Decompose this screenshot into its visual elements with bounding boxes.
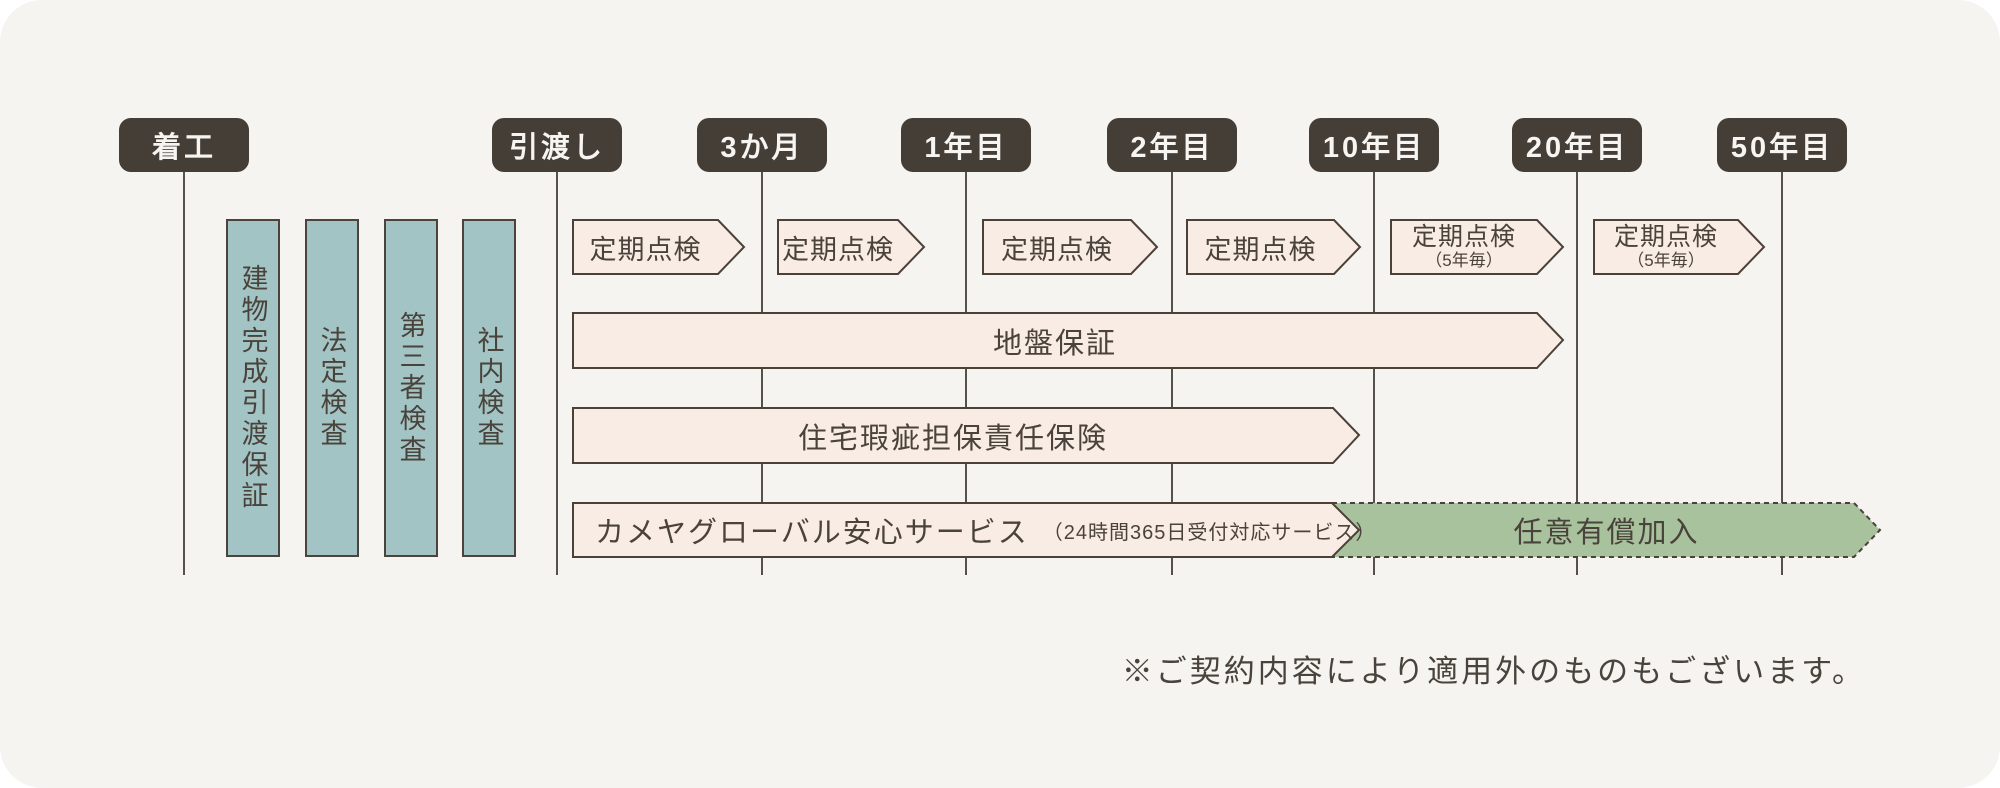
anshin-service-text: カメヤグローバル安心サービス [595, 517, 1029, 549]
milestone-3months: 3か月 [697, 118, 827, 172]
bar-third-party-inspection: 第三者検査 [384, 219, 438, 557]
periodic-inspection-text: 定期点検 [1613, 223, 1718, 251]
timeline-line-construction-start [183, 165, 185, 575]
bar-statutory-inspection: 法定検査 [305, 219, 359, 557]
milestone-year50: 50年目 [1717, 118, 1847, 172]
periodic-inspection-arrow-1-shape [572, 219, 746, 275]
milestone-year1: 1年目 [901, 118, 1031, 172]
footnote: ※ご契約内容により適用外のものもございます。 [1121, 654, 1866, 689]
milestone-construction-start: 着工 [119, 118, 249, 172]
timeline-line-year20 [1576, 165, 1578, 575]
periodic-inspection-label: 定期点検 [1001, 234, 1113, 265]
timeline-line-3months [761, 165, 763, 575]
periodic-inspection-arrow-6-shape [1593, 219, 1766, 275]
anshin-service-band-shape [572, 502, 1361, 558]
anshin-service-subtext: （24時間365日受付対応サービス） [1042, 521, 1377, 544]
periodic-inspection-arrow-4-shape [1186, 219, 1362, 275]
bar-building-completion-guarantee: 建物完成引渡保証 [226, 219, 280, 557]
defect-insurance-band-shape [572, 407, 1361, 464]
milestone-year10: 10年目 [1309, 118, 1439, 172]
defect-insurance-label: 住宅瑕疵担保責任保険 [797, 422, 1108, 455]
timeline-line-year2 [1171, 165, 1173, 575]
timeline-line-handover [556, 165, 558, 575]
periodic-inspection-interval-text: （5年毎） [1627, 251, 1705, 270]
milestone-year2: 2年目 [1107, 118, 1237, 172]
milestone-year20: 20年目 [1512, 118, 1642, 172]
periodic-inspection-label-5yearly: 定期点検 （5年毎） [1391, 220, 1537, 274]
periodic-inspection-arrow-2-shape [777, 219, 926, 275]
periodic-inspection-label: 定期点検 [782, 234, 894, 265]
periodic-inspection-interval-text: （5年毎） [1425, 251, 1503, 270]
periodic-inspection-text: 定期点検 [1411, 223, 1516, 251]
periodic-inspection-arrow-3-shape [982, 219, 1159, 275]
periodic-inspection-label: 定期点検 [1204, 234, 1317, 265]
optional-paid-label: 任意有償加入 [1513, 517, 1700, 549]
ground-warranty-label: 地盤保証 [992, 327, 1117, 360]
anshin-service-label: カメヤグローバル安心サービス （24時間365日受付対応サービス） [573, 503, 1375, 557]
timeline-line-year50 [1781, 165, 1783, 575]
periodic-inspection-arrow-5-shape [1390, 219, 1565, 275]
periodic-inspection-label-5yearly: 定期点検 （5年毎） [1594, 220, 1738, 274]
timeline-line-year1 [965, 165, 967, 575]
timeline-line-year10 [1373, 165, 1375, 575]
milestone-handover: 引渡し [492, 118, 622, 172]
bar-internal-inspection: 社内検査 [462, 219, 516, 557]
ground-warranty-band-shape [572, 312, 1565, 369]
periodic-inspection-label: 定期点検 [589, 234, 702, 265]
